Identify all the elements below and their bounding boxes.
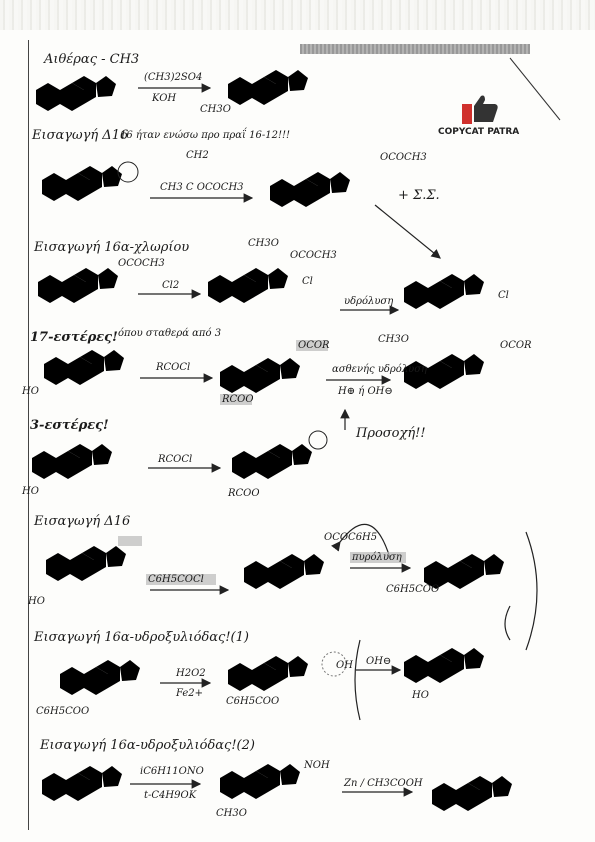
- section4-product-ocor: OCOR: [500, 340, 532, 351]
- section2-title: Εισαγωγή Δ16: [32, 128, 129, 143]
- steroid-product-3: [404, 274, 484, 309]
- highlight-rcoo: [220, 394, 252, 405]
- steroid-start-5: [32, 444, 112, 479]
- section2-product-group: CH3O: [248, 238, 279, 249]
- steroid-start-7: [60, 660, 140, 695]
- section1-title: Αιθέρας - CH3: [44, 52, 140, 67]
- curved-arrow-6: [331, 523, 391, 559]
- highlight-pyrolysis: [350, 552, 406, 563]
- section6-group1: OCOC6H5: [324, 532, 378, 543]
- steroid-intermediate-8: [220, 764, 300, 799]
- section6-reagent2: πυρόλυση: [352, 552, 402, 563]
- section3-int-groups: OCOCH3: [290, 250, 337, 261]
- section6-ho: HO: [28, 596, 45, 607]
- steroid-intermediate-3: [208, 268, 288, 303]
- section4-hydrolysis-label: ασθενής υδρόλυση: [332, 364, 428, 375]
- section7-group: C6H5COO: [36, 706, 90, 717]
- steroid-intermediate-7: [228, 656, 308, 691]
- section7-product-group: C6H5COO: [226, 696, 280, 707]
- steroid-start-6: [46, 546, 126, 581]
- section3-int-cl: Cl: [302, 276, 313, 287]
- steroid-start-1: [36, 76, 116, 111]
- section3-cl-product: Cl: [498, 290, 509, 301]
- section8-noh: NOH: [304, 760, 330, 771]
- steroid-start-4: [44, 350, 124, 385]
- ketone-circle-5: [308, 430, 328, 450]
- arrow-diag: [374, 204, 441, 259]
- section4-note: όπου σταθερά από 3: [118, 328, 222, 339]
- section3-ch3o: CH3O: [378, 334, 409, 345]
- bracket-right: [525, 531, 538, 651]
- section7-oh: OH: [336, 660, 353, 671]
- section3-oac: OCOCH3: [118, 258, 165, 269]
- margin-line: [28, 40, 29, 830]
- section8-reagent-top: iC6H11ONO: [140, 766, 204, 777]
- steroid-product-1: [228, 70, 308, 105]
- steroid-start-2: [42, 166, 122, 201]
- arrow-down-7: [504, 605, 511, 641]
- section7-reagent-bottom: Fe2+: [176, 688, 204, 699]
- section1-reagent-bottom: KOH: [152, 93, 177, 104]
- section4-ho: HO: [22, 386, 39, 397]
- steroid-intermediate-6: [244, 554, 324, 589]
- section6-title: Εισαγωγή Δ16: [34, 514, 131, 529]
- logo-text: COPYCAT PATRA: [438, 127, 520, 137]
- section4-conditions: H⊕ ή OH⊖: [338, 386, 393, 397]
- edge-mark: [509, 57, 561, 121]
- section8-ch3o: CH3O: [216, 808, 247, 819]
- section2-reagent-ch2: CH2: [186, 150, 209, 161]
- section7-reagent-top: H2O2: [176, 668, 206, 679]
- highlight-reagent-6: [146, 574, 216, 585]
- section3-hydrolysis: υδρόλυση: [344, 296, 394, 307]
- scan-band: [300, 44, 530, 54]
- section8-reagent2: Zn / CH3COOH: [344, 778, 423, 789]
- section5-arrow-note: Προσοχή!!: [356, 426, 426, 441]
- section4-ester-bottom: RCOO: [222, 394, 254, 405]
- section2-note: 16 ήταν ενώσω προ πραΐ 16-12!!!: [120, 130, 291, 141]
- thumbs-up-icon: [462, 95, 498, 124]
- steroid-product-2: [270, 172, 350, 207]
- section8-title: Εισαγωγή 16α-υδροξυλιόδας!(2): [40, 738, 255, 753]
- steroid-intermediate-4: [220, 358, 300, 393]
- section2-oac: OCOCH3: [380, 152, 427, 163]
- steroid-product-5: [232, 444, 312, 479]
- highlight-ocor: [296, 340, 328, 351]
- highlight-oh-6: [118, 536, 142, 546]
- section1-reagent-top: (CH3)2SO4: [144, 72, 203, 83]
- section4-ester-top: OCOR: [298, 340, 330, 351]
- oh-circle-7: [321, 651, 347, 677]
- section5-product-group: RCOO: [228, 488, 260, 499]
- section4-reagent: RCOCl: [156, 362, 191, 373]
- section4-title: 17-εστέρες!: [30, 330, 118, 345]
- steroid-product-7: [404, 648, 484, 683]
- section2-extra: + Σ.Σ.: [398, 188, 440, 203]
- paren-left-7: [354, 639, 361, 721]
- section5-title: 3-εστέρες!: [30, 418, 109, 433]
- steroid-start-8: [42, 766, 122, 801]
- section6-product-group: C6H5COO: [386, 584, 440, 595]
- section8-reagent-bottom: t-C4H9OK: [144, 790, 197, 801]
- section1-product-group: CH3O: [200, 104, 231, 115]
- steroid-start-3: [38, 268, 118, 303]
- section3-title: Εισαγωγή 16α-χλωρίου: [34, 240, 190, 255]
- ketone-circle: [117, 161, 139, 183]
- scan-noise-top: [0, 0, 595, 30]
- section5-ho: HO: [22, 486, 39, 497]
- section7-conditions: OH⊖: [366, 656, 392, 667]
- section3-reagent: Cl2: [162, 280, 180, 291]
- section2-reagent: CH3 C OCOCH3: [160, 182, 244, 193]
- section6-reagent: C6H5COCl: [148, 574, 204, 585]
- section5-reagent: RCOCl: [158, 454, 193, 465]
- section7-ho: HO: [412, 690, 429, 701]
- steroid-product-8: [432, 776, 512, 811]
- section7-title: Εισαγωγή 16α-υδροξυλιόδας!(1): [34, 630, 249, 645]
